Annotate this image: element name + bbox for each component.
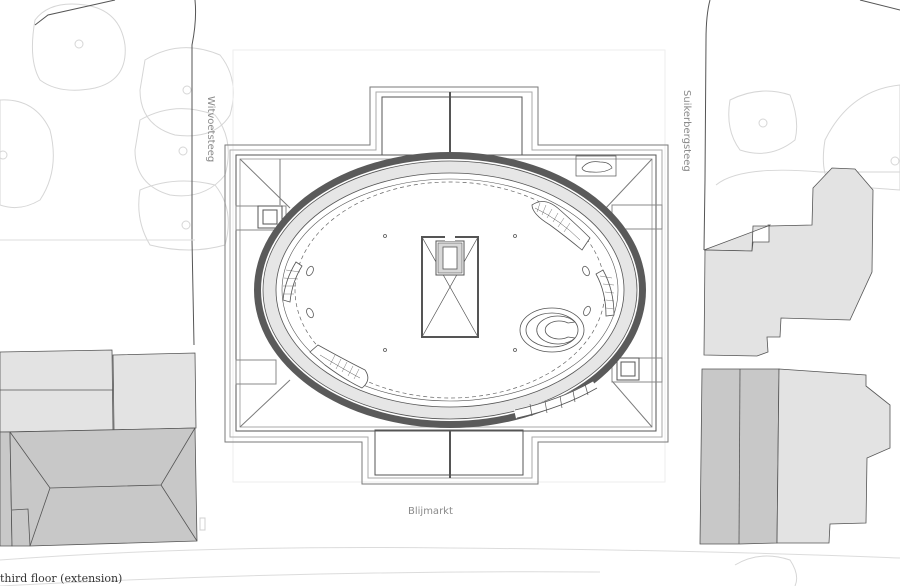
- spiral-stair: [519, 307, 585, 353]
- oval-structure: [254, 152, 646, 428]
- central-core: [421, 233, 479, 338]
- street-label-blijmarkt: Blijmarkt: [408, 506, 453, 517]
- ducts: [257, 205, 640, 381]
- street-label-suikerbergsteeg: Suikerbergsteeg: [681, 90, 692, 172]
- neighbour-buildings-west: [0, 349, 198, 547]
- street-label-witvoetsteeg: Witvoetsteeg: [205, 96, 216, 163]
- neighbour-buildings-east: [699, 167, 891, 545]
- faint-lines: [0, 239, 900, 586]
- columns: [306, 234, 591, 352]
- sculpture-box: [575, 155, 617, 177]
- street-lines: [34, 0, 900, 346]
- drawing-caption: third floor (extension): [0, 572, 123, 585]
- trees: [0, 3, 900, 586]
- curved-stairs: [282, 201, 615, 389]
